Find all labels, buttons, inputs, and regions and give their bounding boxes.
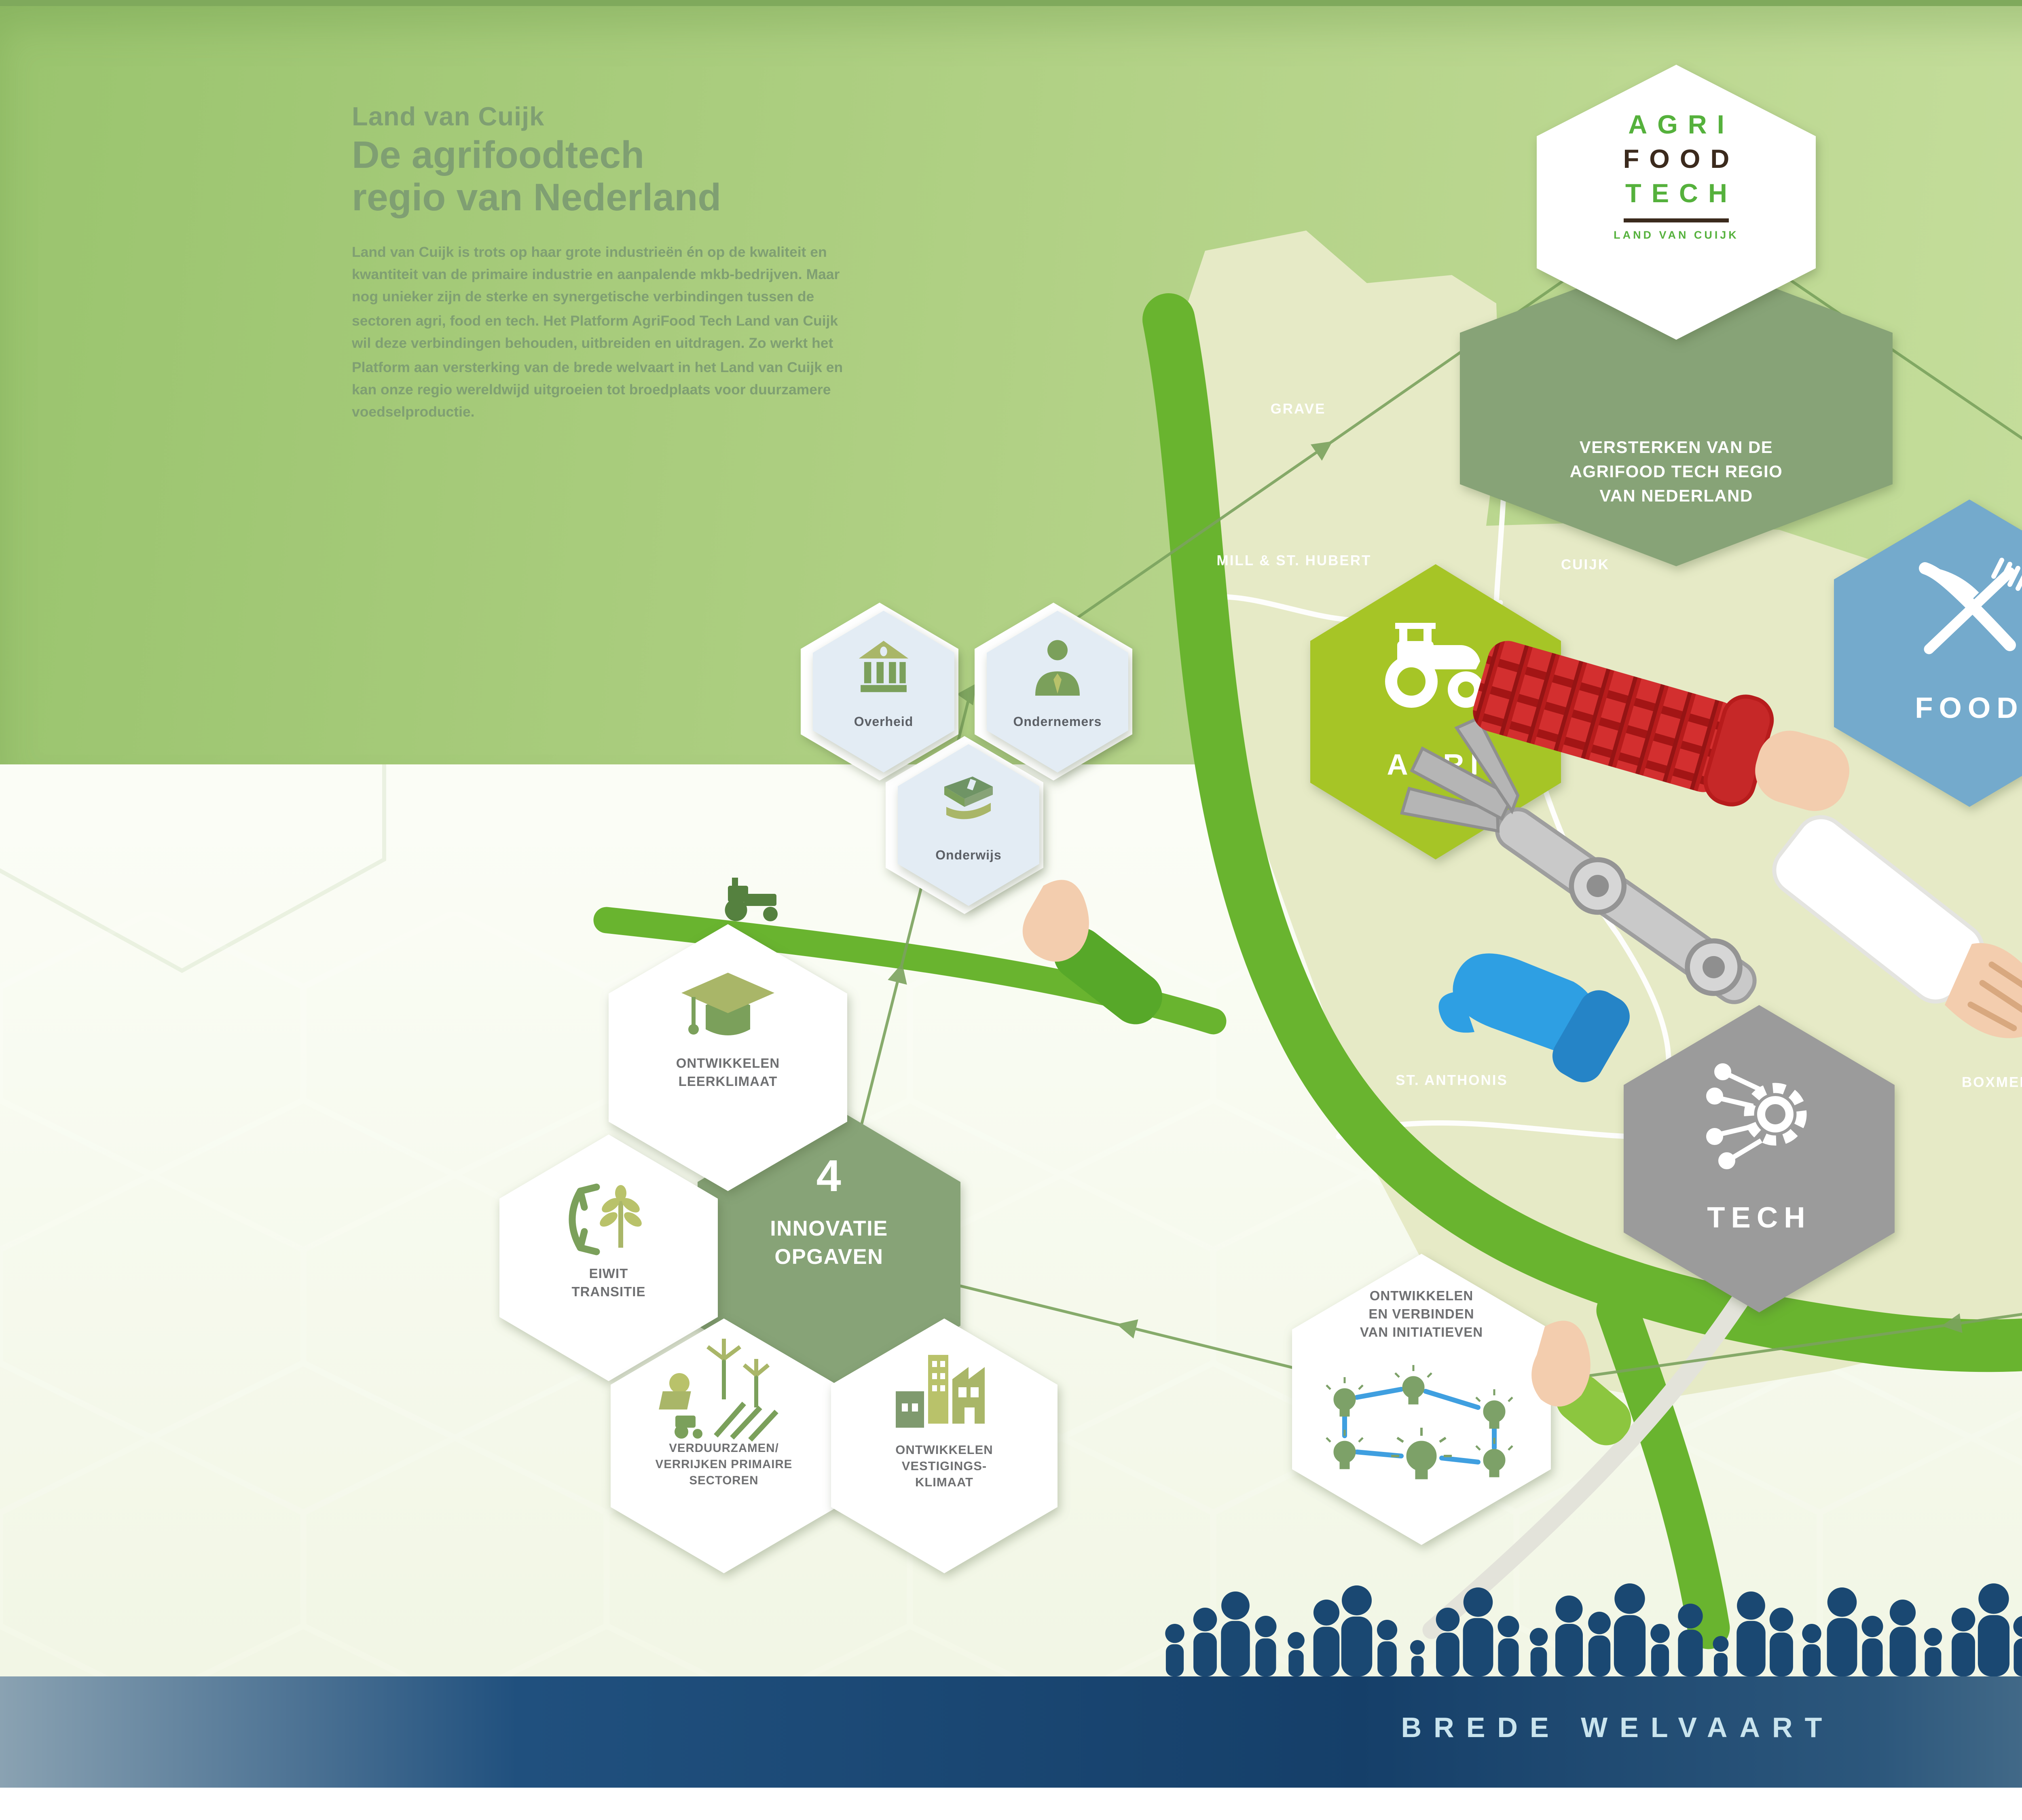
opgave-leerklimaat-line1: ONTWIKKELEN [676,1058,780,1072]
footer-bar [0,1676,2022,1788]
businessman-icon [1035,640,1080,696]
sustainable-farm-icon [659,1339,778,1442]
opgave-eiwit-hexagon: EIWIT TRANSITIE [499,1134,718,1381]
opgave-verduurzamen-line3: SECTOREN [689,1476,759,1488]
mission-line1: VERSTERKEN VAN DE [1579,437,1773,457]
helix-onderwijs-hexagon: Onderwijs [898,744,1039,906]
protein-transition-icon [569,1183,642,1255]
footer-bottom-strip [0,1788,2022,1820]
helix-overheid-label: Overheid [854,716,914,730]
government-icon [859,641,909,692]
sector-food-label: FOOD [1915,694,2022,726]
helix-ondernemers-hexagon: Ondernemers [987,611,1128,772]
handshake-illustration [1400,641,2022,1082]
opgave-verduurzamen-hexagon: VERDUURZAMEN/ VERRIJKEN PRIMAIRE SECTORE… [611,1318,837,1573]
page-title-line2: regio van Nederland [352,178,721,220]
mission-line2: AGRIFOOD TECH REGIO [1569,461,1783,481]
gear-circuit-icon [1706,1063,1807,1169]
logo-subtitle: LAND VAN CUIJK [1614,231,1739,243]
helix-onderwijs-label: Onderwijs [935,849,1002,863]
holding-hand-left [1022,880,1162,1024]
page-title-line1: De agrifoodtech [352,135,645,178]
connected-lightbulbs-icon [1326,1365,1513,1479]
initiatives-line2: EN VERBINDEN [1368,1308,1474,1323]
initiatives-hexagon: ONTWIKKELEN EN VERBINDEN VAN INITIATIEVE… [1292,1254,1551,1545]
sector-tech-label: TECH [1707,1203,1811,1236]
opgave-verduurzamen-line1: VERDUURZAMEN/ [669,1444,779,1456]
sector-food-tile: FOOD [1834,499,2022,807]
header-block: Land van Cuijk De agrifoodtech regio van… [352,101,878,426]
opgave-eiwit-line1: EIWIT [589,1268,628,1282]
opgave-eiwit-line2: TRANSITIE [571,1286,646,1300]
helix-ondernemers-label: Ondernemers [1013,716,1102,730]
opgave-vestigings-line3: KLIMAAT [915,1476,973,1490]
initiatives-line1: ONTWIKKELEN [1369,1290,1474,1304]
opgave-leerklimaat-hexagon: ONTWIKKELEN LEERKLIMAAT [609,924,847,1191]
white-sleeve-arm [1772,815,2022,1038]
knife-fork-icon [1919,558,2022,654]
tractor-silhouette-icon [725,878,778,921]
footer-label: BREDE WELVAART [1401,1711,1834,1743]
graduation-cap-icon [681,973,774,1035]
opgave-vestigings-line1: ONTWIKKELEN [895,1444,993,1458]
logo-word-agri: AGRI [1628,109,1734,140]
opgaven-title1: INNOVATIE [770,1217,888,1242]
blue-glove-arm [1438,953,1630,1082]
intro-paragraph: Land van Cuijk is trots op haar grote in… [352,244,843,421]
logo-word-food: FOOD [1623,144,1740,174]
plaid-arm [1473,641,1849,811]
holding-hand-initiatives [1531,1321,1631,1445]
opgave-vestigings-line2: VESTIGINGS- [901,1460,987,1474]
people-silhouettes [1165,1583,2022,1676]
map-label-grave: GRAVE [1270,403,1326,418]
opgaven-count: 4 [816,1151,842,1201]
initiatives-line3: VAN INITIATIEVEN [1360,1327,1483,1341]
opgave-vestigings-hexagon: ONTWIKKELEN VESTIGINGS- KLIMAAT [831,1318,1058,1573]
books-icon [944,777,993,819]
helix-overheid-hexagon: Overheid [813,611,954,772]
factory-icon [896,1355,985,1428]
triple-helix-cluster: Overheid Ondernemers Onderwijs [768,586,1233,1024]
logo-word-tech: TECH [1625,178,1737,208]
opgave-verduurzamen-line2: VERRIJKEN PRIMAIRE [655,1460,793,1472]
mission-line3: VAN NEDERLAND [1599,485,1753,506]
sector-tech-tile: TECH [1624,1005,1895,1312]
kicker: Land van Cuijk [352,101,545,131]
opgave-leerklimaat-line2: LEERKLIMAAT [678,1076,778,1090]
opgaven-title2: OPGAVEN [774,1246,884,1270]
agrifoodtech-logo: AGRI FOOD TECH LAND VAN CUIJK [1537,65,1816,340]
logo-divider [1624,218,1729,222]
